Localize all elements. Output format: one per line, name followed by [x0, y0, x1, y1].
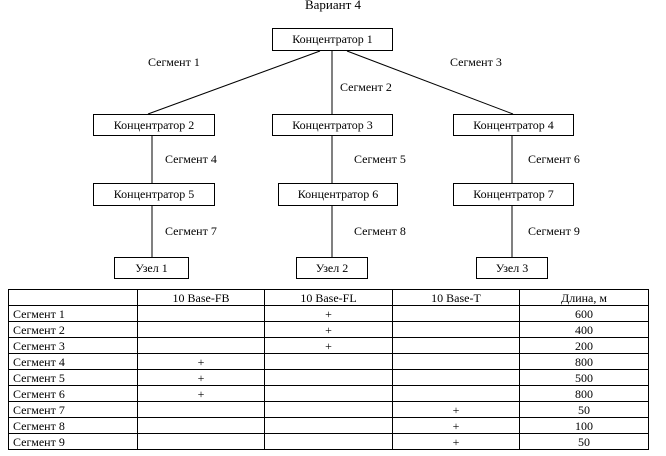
table-row: Сегмент 9 +50 — [8, 433, 649, 450]
table-cell — [264, 369, 393, 386]
table-cell: 400 — [519, 321, 649, 338]
link-segment-1 — [147, 50, 321, 115]
hub-4-box: Концентратор 4 — [453, 114, 574, 136]
hub-5-box: Концентратор 5 — [93, 183, 215, 206]
segment-name-cell: Сегмент 1 — [8, 305, 138, 322]
hub-3-box: Концентратор 3 — [272, 114, 393, 136]
connection-lines — [147, 50, 514, 257]
table-cell: + — [392, 433, 520, 450]
table-cell: + — [264, 321, 393, 338]
table-cell: + — [137, 369, 265, 386]
table-cell — [137, 305, 265, 322]
table-row: Сегмент 3 +200 — [8, 337, 649, 354]
header-length: Длина, м — [519, 289, 649, 306]
table-cell: 100 — [519, 417, 649, 434]
table-cell: + — [137, 353, 265, 370]
table-cell: + — [392, 417, 520, 434]
node-3-box: Узел 3 — [476, 257, 548, 279]
table-cell: 200 — [519, 337, 649, 354]
segment-1-label: Сегмент 1 — [148, 55, 200, 69]
table-cell — [392, 353, 520, 370]
table-cell — [392, 385, 520, 402]
table-cell — [392, 305, 520, 322]
hub-1-box: Концентратор 1 — [272, 28, 393, 51]
table-header-row: 10 Base-FB 10 Base-FL 10 Base-T Длина, м — [8, 289, 649, 306]
table-cell: 50 — [519, 401, 649, 418]
diagram-title: Вариант 4 — [304, 0, 362, 12]
table-cell — [137, 337, 265, 354]
table-cell — [264, 401, 393, 418]
link-segment-3 — [346, 50, 514, 115]
segment-name-cell: Сегмент 7 — [8, 401, 138, 418]
hub-7-box: Концентратор 7 — [453, 183, 574, 206]
segment-name-cell: Сегмент 8 — [8, 417, 138, 434]
table-cell — [392, 369, 520, 386]
table-cell — [264, 433, 393, 450]
segment-name-cell: Сегмент 5 — [8, 369, 138, 386]
header-empty — [8, 289, 138, 306]
segment-6-label: Сегмент 6 — [528, 152, 580, 166]
hub-2-box: Концентратор 2 — [93, 114, 215, 136]
table-cell: 600 — [519, 305, 649, 322]
table-cell — [264, 385, 393, 402]
table-cell — [264, 417, 393, 434]
table-cell — [392, 321, 520, 338]
header-10base-fl: 10 Base-FL — [264, 289, 393, 306]
table-row: Сегмент 7 +50 — [8, 401, 649, 418]
table-cell — [137, 433, 265, 450]
segment-4-label: Сегмент 4 — [165, 152, 217, 166]
table-cell — [137, 401, 265, 418]
table-row: Сегмент 1 +600 — [8, 305, 649, 322]
table-row: Сегмент 4+800 — [8, 353, 649, 370]
table-cell — [137, 417, 265, 434]
table-cell: + — [137, 385, 265, 402]
segment-name-cell: Сегмент 9 — [8, 433, 138, 450]
segment-2-label: Сегмент 2 — [340, 80, 392, 94]
node-2-box: Узел 2 — [296, 257, 368, 279]
table-row: Сегмент 2 +400 — [8, 321, 649, 338]
segment-8-label: Сегмент 8 — [354, 224, 406, 238]
table-row: Сегмент 5+500 — [8, 369, 649, 386]
segment-specs-table: 10 Base-FB 10 Base-FL 10 Base-T Длина, м… — [8, 289, 649, 450]
table-row: Сегмент 6+800 — [8, 385, 649, 402]
segment-name-cell: Сегмент 6 — [8, 385, 138, 402]
table-cell: 800 — [519, 385, 649, 402]
table-cell: 800 — [519, 353, 649, 370]
segment-name-cell: Сегмент 2 — [8, 321, 138, 338]
header-10base-t: 10 Base-T — [392, 289, 520, 306]
table-cell — [264, 353, 393, 370]
table-cell: + — [264, 337, 393, 354]
segment-9-label: Сегмент 9 — [528, 224, 580, 238]
segment-7-label: Сегмент 7 — [165, 224, 217, 238]
segment-5-label: Сегмент 5 — [354, 152, 406, 166]
table-cell: 500 — [519, 369, 649, 386]
segment-3-label: Сегмент 3 — [450, 55, 502, 69]
table-cell: + — [264, 305, 393, 322]
header-10base-fb: 10 Base-FB — [137, 289, 265, 306]
segment-name-cell: Сегмент 3 — [8, 337, 138, 354]
table-row: Сегмент 8 +100 — [8, 417, 649, 434]
table-cell — [392, 337, 520, 354]
table-cell: 50 — [519, 433, 649, 450]
table-cell: + — [392, 401, 520, 418]
hub-6-box: Концентратор 6 — [278, 183, 398, 206]
node-1-box: Узел 1 — [114, 257, 189, 279]
table-cell — [137, 321, 265, 338]
segment-name-cell: Сегмент 4 — [8, 353, 138, 370]
